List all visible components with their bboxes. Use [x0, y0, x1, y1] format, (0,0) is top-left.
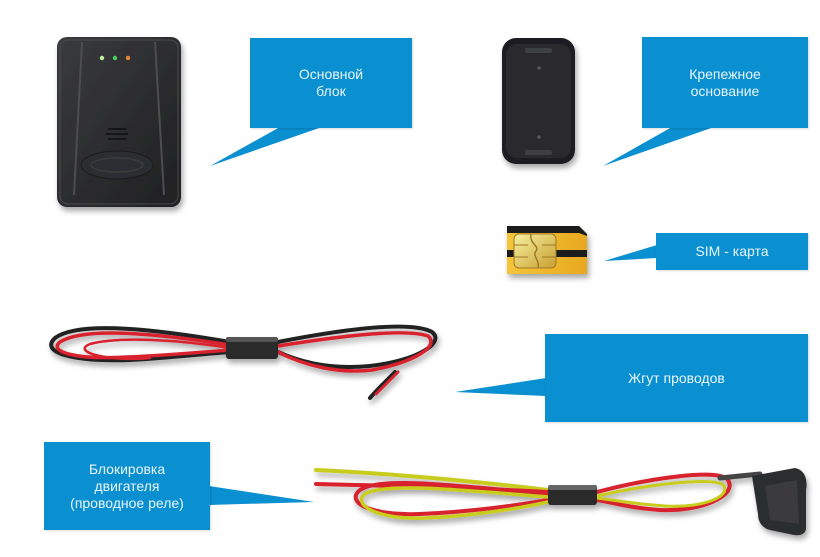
label-main-unit: Основной блок: [298, 66, 364, 99]
callout-tail-engine-block: [209, 486, 314, 505]
relay-wire-icon: [314, 468, 807, 536]
callout-mount-base: Крепежное основание: [642, 37, 808, 128]
gps-tracker-unit-icon: [57, 37, 181, 207]
sim-card-icon: [507, 226, 587, 274]
label-wire-harness: Жгут проводов: [628, 369, 725, 386]
wire-harness-icon: [49, 324, 438, 400]
callout-wire-harness: Жгут проводов: [545, 334, 808, 422]
callout-engine-block: Блокировка двигателя (проводное реле): [44, 442, 210, 530]
callout-tail-main-unit: [210, 127, 322, 166]
callout-sim-card: SIM - карта: [656, 233, 808, 270]
label-sim-card: SIM - карта: [695, 243, 769, 259]
callout-tail-sim-card: [604, 245, 657, 261]
callout-tail-mount-base: [603, 127, 714, 166]
callout-tail-wire-harness: [455, 378, 546, 396]
mount-bracket-icon: [502, 38, 575, 164]
label-mount-base: Крепежное основание: [689, 65, 761, 99]
label-engine-block: Блокировка двигателя (проводное реле): [70, 460, 184, 511]
callout-main-unit: Основной блок: [250, 38, 412, 128]
